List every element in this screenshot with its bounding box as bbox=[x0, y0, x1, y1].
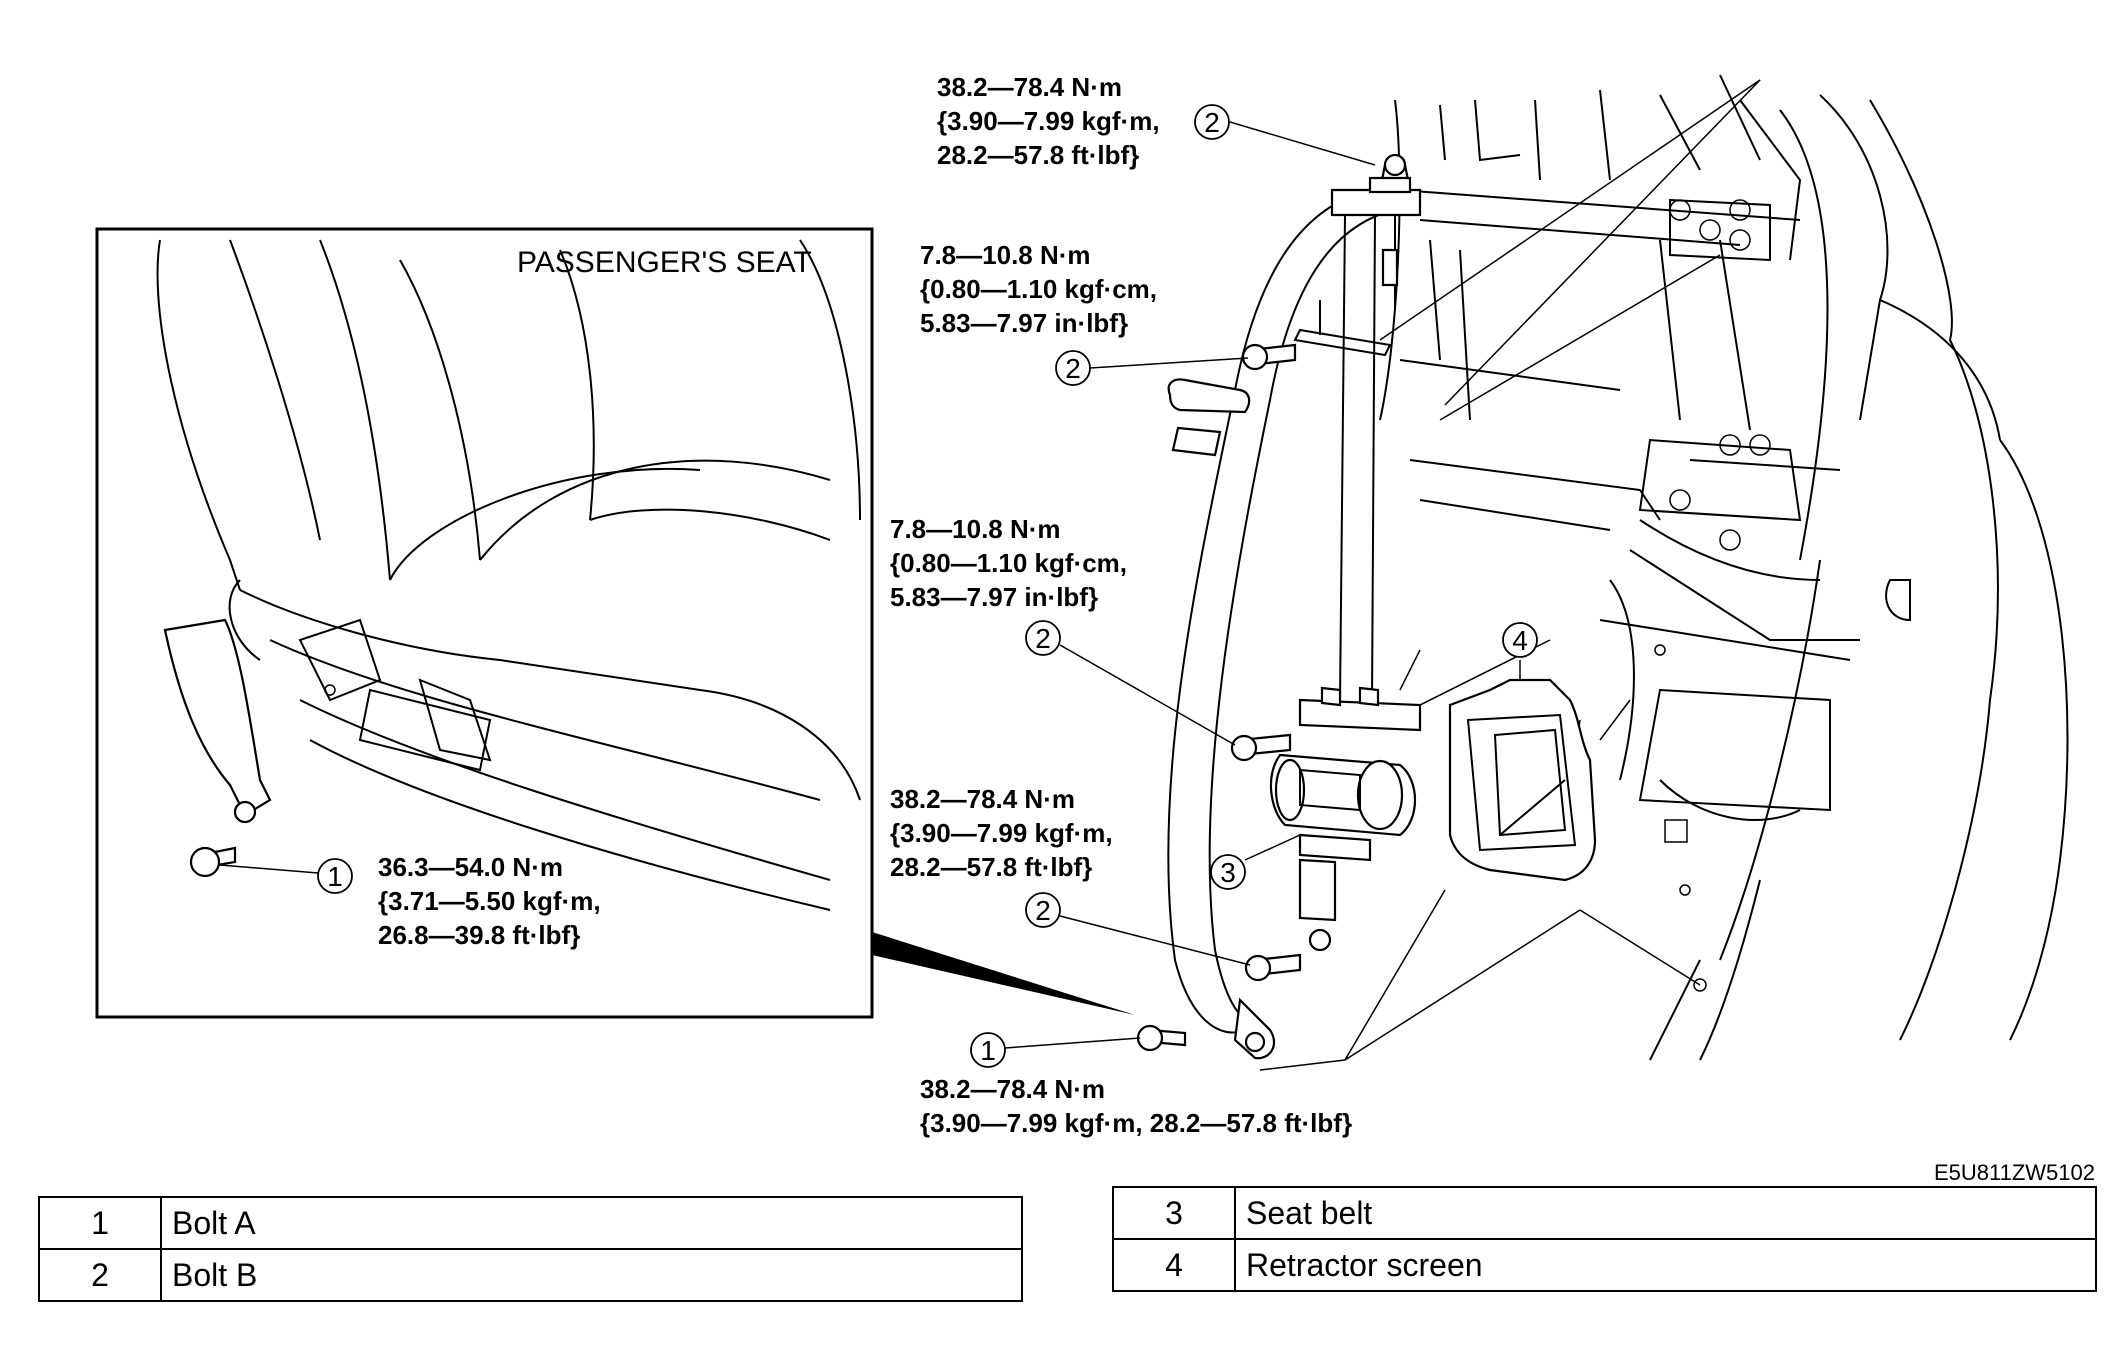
callouts: 2 2 2 2 3 4 1 1 bbox=[317, 104, 1538, 1068]
table-row: 3 Seat belt bbox=[1112, 1186, 2097, 1240]
callout-retractor-bolt: 2 bbox=[1035, 895, 1051, 926]
legend-part-name: Seat belt bbox=[1234, 1186, 2097, 1240]
legend-table-right: 3 Seat belt 4 Retractor screen bbox=[1112, 1186, 2097, 1292]
callout-inset: 1 bbox=[327, 861, 343, 892]
torque-line: 26.8—39.8 ft·lbf} bbox=[378, 920, 580, 950]
torque-line: {0.80—1.10 kgf·cm, bbox=[890, 548, 1127, 578]
legend-part-name: Bolt A bbox=[160, 1196, 1023, 1250]
torque-line: 7.8—10.8 N·m bbox=[890, 514, 1061, 544]
torque-line: {3.90—7.99 kgf·m, bbox=[937, 106, 1160, 136]
callout-seat-belt: 3 bbox=[1220, 857, 1236, 888]
torque-lower-anchor: 38.2—78.4 N·m {3.90—7.99 kgf·m, 28.2—57.… bbox=[920, 1074, 1352, 1138]
legend-number: 2 bbox=[38, 1248, 162, 1302]
torque-line: 38.2—78.4 N·m bbox=[920, 1074, 1105, 1104]
callout-lower: 1 bbox=[980, 1035, 996, 1066]
legend-part-name: Retractor screen bbox=[1234, 1238, 2097, 1292]
legend-number: 4 bbox=[1112, 1238, 1236, 1292]
vehicle-body-outline bbox=[1259, 74, 2069, 1071]
legend-table-left: 1 Bolt A 2 Bolt B bbox=[38, 1196, 1023, 1302]
torque-line: 28.2—57.8 ft·lbf} bbox=[937, 140, 1139, 170]
torque-line: 38.2—78.4 N·m bbox=[937, 72, 1122, 102]
callout-circle-upper bbox=[1194, 104, 1230, 140]
torque-line: 28.2—57.8 ft·lbf} bbox=[890, 852, 1092, 882]
callout-retractor-guide: 2 bbox=[1035, 623, 1051, 654]
callout-circle-seat-belt bbox=[1210, 854, 1246, 890]
legend-part-name: Bolt B bbox=[160, 1248, 1023, 1302]
callout-circle-lower bbox=[970, 1032, 1006, 1068]
torque-line: 36.3—54.0 N·m bbox=[378, 852, 563, 882]
torque-line: 5.83—7.97 in·lbf} bbox=[890, 582, 1098, 612]
document-id: E5U811ZW5102 bbox=[1934, 1160, 2095, 1185]
torque-guide-bolt: 7.8—10.8 N·m {0.80—1.10 kgf·cm, 5.83—7.9… bbox=[920, 240, 1157, 338]
torque-line: {0.80—1.10 kgf·cm, bbox=[920, 274, 1157, 304]
table-row: 4 Retractor screen bbox=[1112, 1238, 2097, 1292]
inset-title: PASSENGER'S SEAT bbox=[517, 246, 812, 279]
torque-line: {3.90—7.99 kgf·m, 28.2—57.8 ft·lbf} bbox=[920, 1108, 1352, 1138]
passenger-seat-inset bbox=[95, 227, 874, 1019]
table-row: 1 Bolt A bbox=[38, 1196, 1023, 1250]
callout-circle-screen bbox=[1502, 622, 1538, 658]
legend-number: 3 bbox=[1112, 1186, 1236, 1240]
detail-pointer bbox=[872, 932, 1135, 1015]
seat-belt-assembly bbox=[1136, 153, 1422, 1060]
torque-line: 7.8—10.8 N·m bbox=[920, 240, 1091, 270]
table-row: 2 Bolt B bbox=[38, 1248, 1023, 1302]
callout-circle-inset bbox=[317, 858, 353, 894]
legend-number: 1 bbox=[38, 1196, 162, 1250]
callout-screen: 4 bbox=[1512, 625, 1528, 656]
retractor-screen bbox=[1448, 678, 1597, 882]
callout-circle-guide bbox=[1055, 350, 1091, 386]
torque-line: {3.71—5.50 kgf·m, bbox=[378, 886, 601, 916]
torque-line: {3.90—7.99 kgf·m, bbox=[890, 818, 1113, 848]
callout-circle-retractor-guide bbox=[1025, 620, 1061, 656]
torque-line: 5.83—7.97 in·lbf} bbox=[920, 308, 1128, 338]
torque-line: 38.2—78.4 N·m bbox=[890, 784, 1075, 814]
callout-upper: 2 bbox=[1204, 107, 1220, 138]
torque-upper-anchor: 38.2—78.4 N·m {3.90—7.99 kgf·m, 28.2—57.… bbox=[937, 72, 1160, 170]
torque-retractor-bolt: 38.2—78.4 N·m {3.90—7.99 kgf·m, 28.2—57.… bbox=[890, 784, 1113, 882]
callout-guide: 2 bbox=[1065, 353, 1081, 384]
torque-inset-bolt-a: 36.3—54.0 N·m {3.71—5.50 kgf·m, 26.8—39.… bbox=[378, 852, 601, 950]
callout-circle-retractor-bolt bbox=[1025, 892, 1061, 928]
torque-retractor-guide-bolt: 7.8—10.8 N·m {0.80—1.10 kgf·cm, 5.83—7.9… bbox=[890, 514, 1127, 612]
